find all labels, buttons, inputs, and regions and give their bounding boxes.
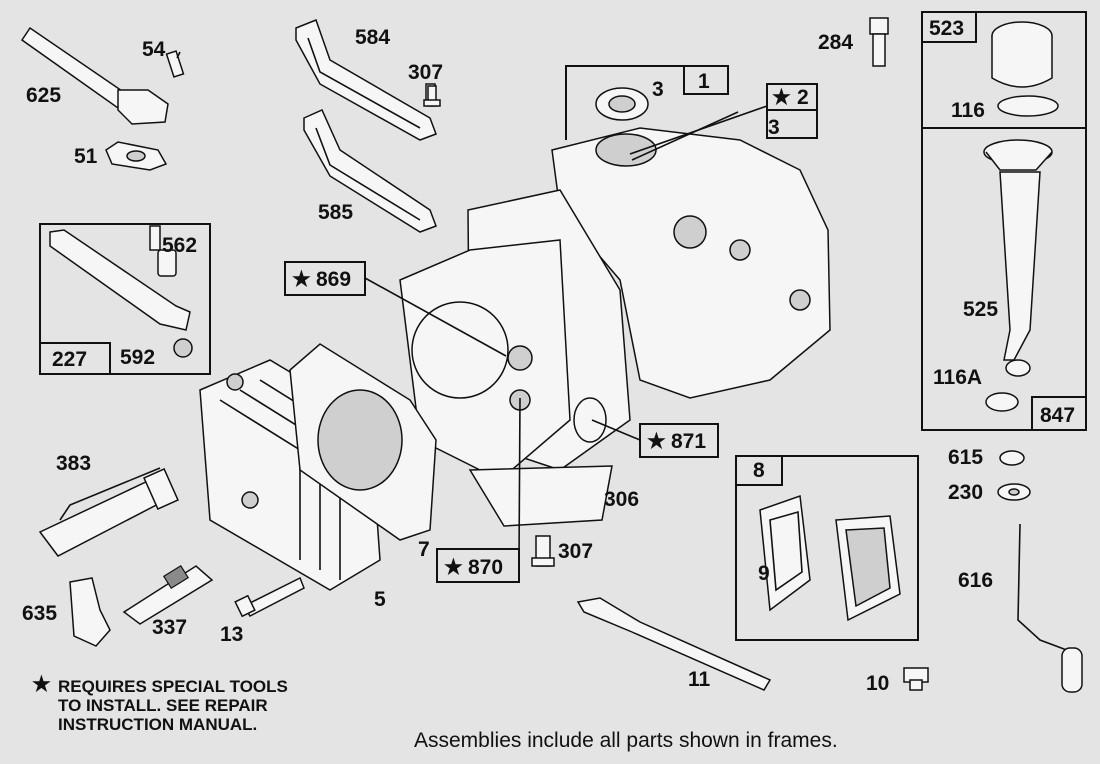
leader-lines (176, 51, 768, 563)
label-562: 562 (162, 234, 197, 257)
spark-plug-parts-drawing (69, 564, 305, 647)
label-307-upper: 307 (408, 61, 443, 84)
label-3: 3 (768, 116, 780, 139)
dipstick-tube-drawing (983, 21, 1059, 412)
note-star: ★ (32, 673, 51, 696)
label-116: 116 (951, 99, 985, 122)
label-383: 383 (56, 452, 91, 475)
label-869: 869 (316, 268, 351, 291)
washers-drawing (997, 450, 1031, 501)
label-615: 615 (948, 446, 983, 469)
label-871: 871 (671, 430, 706, 453)
special-tools-note: ★ REQUIRES SPECIAL TOOLS TO INSTALL. SEE… (32, 673, 288, 734)
assemblies-caption: Assemblies include all parts shown in fr… (414, 729, 838, 752)
note-line-3: INSTRUCTION MANUAL. (58, 715, 257, 734)
label-337: 337 (152, 616, 187, 639)
rod-11-drawing (576, 597, 772, 691)
label-1: 1 (698, 70, 710, 93)
label-870-star: ★ (444, 556, 463, 579)
wrench-562-drawing (49, 225, 193, 358)
note-line-1: REQUIRES SPECIAL TOOLS (58, 677, 288, 696)
breather-tube-drawing (20, 26, 185, 171)
label-5: 5 (374, 588, 386, 611)
label-625: 625 (26, 84, 61, 107)
label-10: 10 (866, 672, 889, 695)
label-3-seal: 3 (652, 78, 664, 101)
part-labels: 625 54 51 584 307 585 562 227 592 1 3 ★ … (22, 17, 1075, 695)
label-870: 870 (468, 556, 503, 579)
label-2-star: ★ (772, 86, 791, 109)
label-2: 2 (797, 86, 809, 109)
note-line-2: TO INSTALL. SEE REPAIR (58, 696, 268, 715)
box-870 (436, 548, 520, 583)
frame-2-box (766, 83, 818, 139)
bolt-284-drawing (869, 17, 889, 67)
label-847: 847 (1040, 404, 1075, 427)
label-307-lower: 307 (558, 540, 593, 563)
label-584: 584 (355, 26, 390, 49)
label-871-star: ★ (647, 430, 666, 453)
engine-block-drawing (399, 127, 831, 527)
label-306: 306 (604, 488, 639, 511)
breather-assembly-drawing (759, 494, 901, 622)
gaskets-584-585-drawing (295, 19, 437, 233)
label-7: 7 (418, 538, 430, 561)
label-869-star: ★ (292, 268, 311, 291)
label-616: 616 (958, 569, 993, 592)
label-51: 51 (74, 145, 98, 168)
label-13: 13 (220, 623, 243, 646)
box-871 (639, 423, 719, 458)
label-525: 525 (963, 298, 998, 321)
screw-10-drawing (903, 667, 929, 691)
label-11: 11 (688, 668, 711, 691)
label-54: 54 (142, 38, 166, 61)
link-616-drawing (1017, 523, 1083, 693)
frame-227-assembly (39, 223, 211, 375)
frame-847-assembly (921, 11, 1087, 431)
bolt-307-lower-drawing (531, 535, 555, 567)
label-8: 8 (753, 459, 765, 482)
label-227: 227 (52, 348, 87, 371)
head-gasket-drawing (289, 343, 437, 541)
bolt-307-upper-drawing (423, 85, 441, 107)
seal-3-drawing (595, 87, 649, 121)
label-592: 592 (120, 346, 155, 369)
label-523: 523 (929, 17, 964, 40)
label-635: 635 (22, 602, 57, 625)
label-116a: 116A (933, 366, 982, 389)
label-284: 284 (818, 31, 853, 54)
label-230: 230 (948, 481, 983, 504)
frame-1-assembly (565, 65, 729, 140)
tool-383-drawing (38, 467, 179, 557)
frame-8-assembly (735, 455, 919, 641)
label-9: 9 (758, 562, 770, 585)
label-585: 585 (318, 201, 353, 224)
